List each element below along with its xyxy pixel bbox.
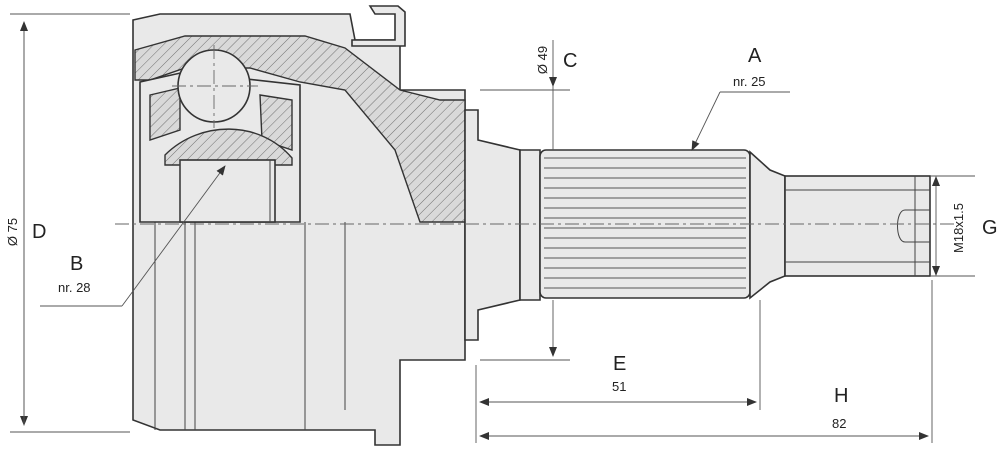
c-value: Ø 49	[535, 46, 550, 74]
e-label: E	[613, 353, 626, 375]
dimension-d: Ø 75 D	[5, 13, 130, 433]
dimension-h: H 82	[475, 280, 933, 443]
a-note: nr. 25	[733, 74, 766, 89]
thread-section	[784, 175, 931, 277]
spline-lines	[544, 157, 746, 289]
a-label: A	[748, 45, 762, 67]
g-value: M18x1.5	[951, 203, 966, 253]
dimension-e: E 51	[475, 300, 761, 410]
inner-race	[139, 45, 301, 223]
h-label: H	[834, 385, 848, 407]
c-label: C	[563, 50, 577, 72]
shaft	[464, 109, 931, 341]
dimension-g: M18x1.5 G	[930, 175, 998, 277]
h-value: 82	[832, 416, 846, 431]
d-label: D	[32, 221, 46, 243]
ball	[177, 49, 251, 123]
b-note: nr. 28	[58, 280, 91, 295]
b-label: B	[70, 253, 83, 275]
e-value: 51	[612, 379, 626, 394]
g-label: G	[982, 217, 998, 239]
callout-a: A nr. 25	[691, 45, 790, 151]
d-value: Ø 75	[5, 218, 20, 246]
dimension-c: Ø 49 C	[480, 40, 577, 361]
callout-b: B nr. 28	[40, 165, 226, 307]
